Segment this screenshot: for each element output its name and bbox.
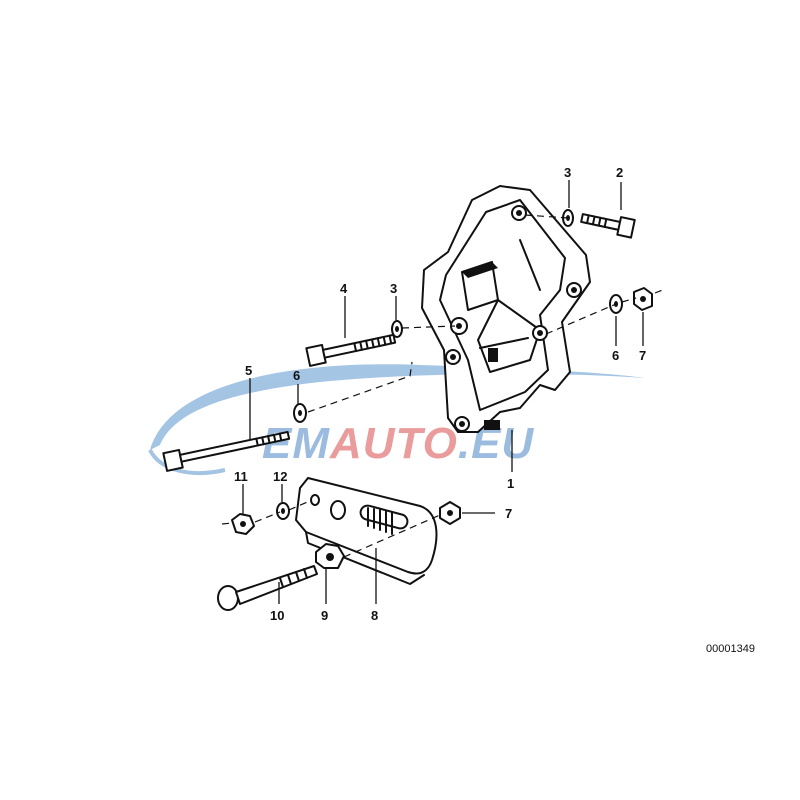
callout-6-right: 6 [612,348,619,363]
callout-8: 8 [371,608,378,623]
watermark-text-auto: AUTO [329,419,458,468]
callout-2: 2 [616,165,623,180]
nut-part-7b [439,501,461,525]
callout-5: 5 [245,363,252,378]
callout-7-right: 7 [639,348,646,363]
svg-text:EMAUTO.EU: EMAUTO.EU [262,419,534,468]
bracket-part [421,185,591,433]
bolt-part-4 [305,333,397,367]
nut-part-7a [633,287,653,311]
watermark-swoosh [150,364,645,450]
leader-lines [242,180,644,604]
nut-part-11 [231,513,255,535]
callout-4: 4 [340,281,348,296]
callout-labels: 1 2 3 3 4 5 6 6 7 7 8 9 10 11 12 [234,165,646,623]
washer-part-6a [293,403,307,423]
washer-part-3b [391,320,403,338]
nut-part-9 [315,543,345,569]
bolt-part-2 [580,213,636,239]
callout-12: 12 [273,469,287,484]
watermark-text-em: EM [262,419,330,468]
callout-6-left: 6 [293,368,300,383]
bolt-part-10 [217,565,318,611]
assembly-lines [221,214,666,558]
watermark-logo: EMAUTO.EU [148,364,645,475]
slotted-strap-part-8 [295,477,438,585]
callout-9: 9 [321,608,328,623]
diagram-reference-number: 00001349 [706,643,755,655]
callout-1: 1 [507,476,514,491]
callout-3-mid: 3 [390,281,397,296]
callout-7-strap: 7 [505,506,512,521]
callout-3-top: 3 [564,165,571,180]
callout-11: 11 [234,469,248,484]
callout-10: 10 [270,608,284,623]
washer-part-12 [276,502,290,520]
bolt-part-5 [162,430,291,472]
